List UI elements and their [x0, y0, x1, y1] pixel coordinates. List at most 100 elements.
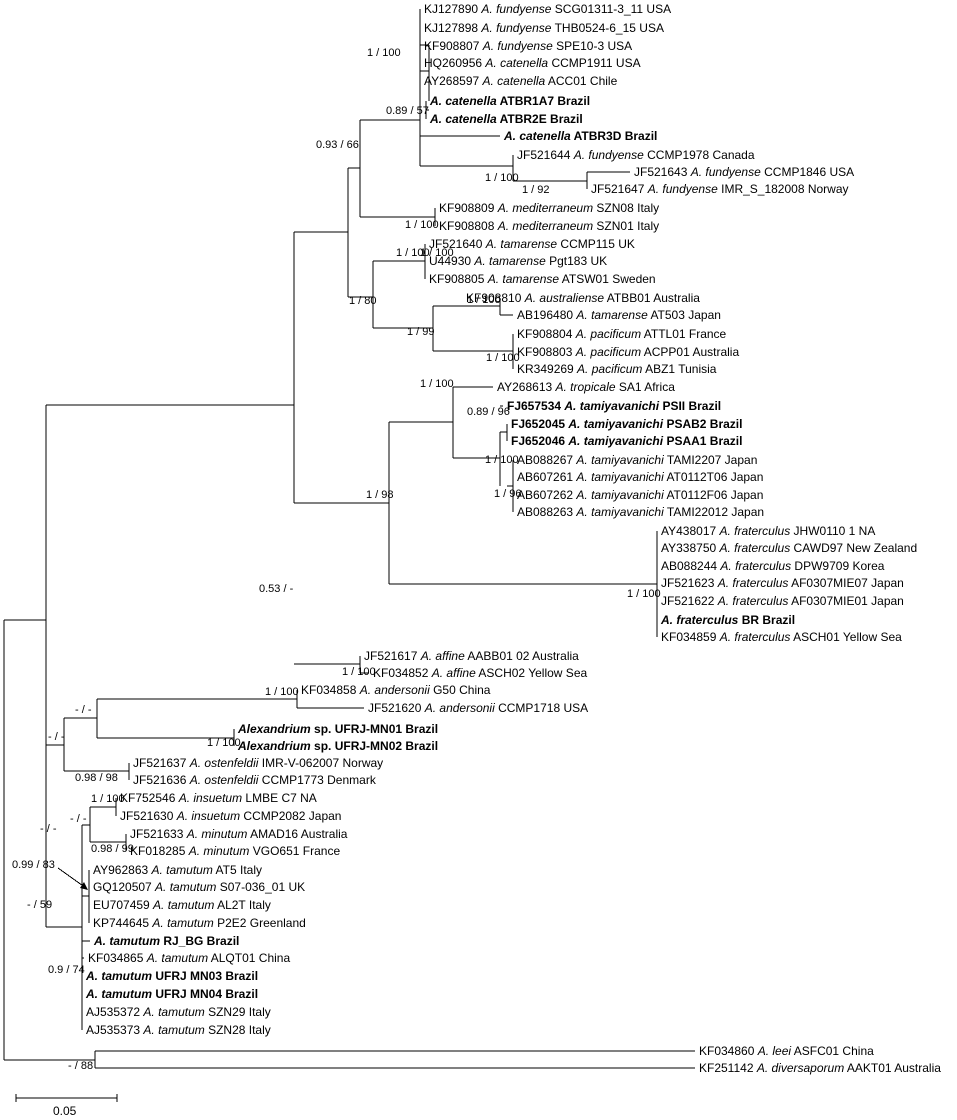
tip-species: A. tamiyavanichi: [567, 417, 663, 431]
tip-label: KJ127890 A. fundyense SCG01311-3_11 USA: [424, 2, 671, 16]
tip-species: A. tamutum: [93, 934, 160, 948]
tip-species: A. tropicale: [555, 380, 616, 394]
tip-species: A. catenella: [429, 112, 497, 126]
tip-species: A. tamiyavanichi: [575, 470, 664, 484]
tip-label: JF521644 A. fundyense CCMP1978 Canada: [517, 148, 755, 162]
tip-label: AY268597 A. catenella ACC01 Chile: [424, 74, 618, 88]
tip-species: A. catenella: [503, 129, 571, 143]
tip-species: A. fundyense: [690, 165, 761, 179]
tip-label: KF034852 A. affine ASCH02 Yellow Sea: [373, 666, 587, 680]
scale-bar: 0.05: [15, 1094, 118, 1118]
tip-strain: AMAD16 Australia: [247, 827, 347, 841]
tip-species: Alexandrium: [237, 739, 311, 753]
tip-accession: AJ535373: [86, 1023, 143, 1037]
tip-strain: sp. UFRJ-MN02 Brazil: [311, 739, 438, 753]
tip-species: A. pacificum: [575, 345, 641, 359]
tip-label: JF521622 A. fraterculus AF0307MIE01 Japa…: [661, 594, 904, 608]
tip-accession: AB607261: [517, 470, 576, 484]
tip-species: A. tamutum: [146, 951, 208, 965]
tip-species: A. pacificum: [576, 362, 642, 376]
support-value: 1 / 100: [396, 247, 430, 259]
tip-species: A. tamutum: [151, 863, 213, 877]
support-value: 1 / 100: [420, 378, 454, 390]
tip-species: A. tamutum: [85, 969, 152, 983]
tip-label: Alexandrium sp. UFRJ-MN01 Brazil: [237, 722, 438, 736]
support-value: 0.98 / 98: [75, 772, 118, 784]
tip-label: KF251142 A. diversaporum AAKT01 Australi…: [699, 1061, 941, 1075]
tip-accession: KF018285: [130, 844, 189, 858]
tip-species: A. fundyense: [480, 21, 551, 35]
tip-accession: JF521643: [634, 165, 691, 179]
tip-strain: ATBB01 Australia: [604, 291, 700, 305]
tip-species: A. tamarense: [487, 272, 560, 286]
tip-accession: AY268597: [424, 74, 483, 88]
support-value: 1 / 100: [405, 219, 439, 231]
tip-label: KF908809 A. mediterraneum SZN08 Italy: [439, 201, 659, 215]
tip-strain: LMBE C7 NA: [242, 791, 317, 805]
tip-strain: CCMP115 UK: [557, 237, 635, 251]
tip-species: A. fundyense: [482, 39, 553, 53]
tip-strain: ASFC01 China: [791, 1044, 874, 1058]
tip-strain: SZN29 Italy: [205, 1005, 271, 1019]
support-value: 1 / 92: [522, 184, 550, 196]
scale-bar-label: 0.05: [53, 1104, 77, 1118]
tip-strain: ATBR3D Brazil: [571, 129, 658, 143]
tip-label: JF521640 A. tamarense CCMP115 UK: [429, 237, 635, 251]
support-value: 1 / 100: [486, 352, 520, 364]
tip-strain: AT0112T06 Japan: [664, 470, 764, 484]
tip-label: A. tamutum RJ_BG Brazil: [93, 934, 239, 948]
tip-accession: KF034852: [373, 666, 432, 680]
tip-accession: AB088267: [517, 453, 576, 467]
tip-label: JF521620 A. andersonii CCMP1718 USA: [368, 701, 588, 715]
tip-accession: KF251142: [699, 1061, 757, 1075]
tip-label: A. catenella ATBR3D Brazil: [503, 129, 657, 143]
tip-label: GQ120507 A. tamutum S07-036_01 UK: [93, 880, 305, 894]
tip-accession: AB196480: [517, 308, 576, 322]
tip-label: KR349269 A. pacificum ABZ1 Tunisia: [517, 362, 717, 376]
support-value: 1 / 100: [467, 294, 501, 306]
tip-strain: IMR_S_182008 Norway: [718, 182, 849, 196]
tip-label: KJ127898 A. fundyense THB0524-6_15 USA: [424, 21, 664, 35]
support-value: 1 / 100: [342, 666, 376, 678]
tip-species: A. tamarense: [485, 237, 558, 251]
tip-strain: CCMP2082 Japan: [240, 809, 341, 823]
tip-species: A. pacificum: [575, 327, 641, 341]
support-value: 1 / 100: [420, 247, 454, 259]
tip-label: U44930 A. tamarense Pgt183 UK: [429, 254, 607, 268]
tip-label: JF521630 A. insuetum CCMP2082 Japan: [120, 809, 341, 823]
tip-accession: JF521640: [429, 237, 486, 251]
tip-strain: PSII Brazil: [659, 399, 721, 413]
tip-label: JF521643 A. fundyense CCMP1846 USA: [634, 165, 854, 179]
tip-strain: UFRJ MN03 Brazil: [152, 969, 258, 983]
tip-species: A. tamutum: [85, 987, 152, 1001]
tip-strain: AT0112F06 Japan: [664, 488, 764, 502]
tip-species: A. fraterculus: [717, 594, 789, 608]
tip-accession: KJ127890: [424, 2, 481, 16]
support-value: 1 / 100: [627, 588, 661, 600]
tip-label: KF752546 A. insuetum LMBE C7 NA: [120, 791, 317, 805]
tip-strain: TAMI22012 Japan: [664, 505, 764, 519]
tip-species: A. andersonii: [359, 683, 430, 697]
tip-strain: PSAA1 Brazil: [663, 434, 742, 448]
tip-strain: JHW0110 1 NA: [790, 524, 875, 538]
tip-labels: KJ127890 A. fundyense SCG01311-3_11 USAK…: [85, 2, 941, 1075]
tip-accession: KF908809: [439, 201, 498, 215]
tip-species: A. fraterculus: [660, 613, 739, 627]
tip-label: KF908805 A. tamarense ATSW01 Sweden: [429, 272, 656, 286]
tip-label: KF034860 A. leei ASFC01 China: [699, 1044, 874, 1058]
tip-species: A. tamutum: [152, 898, 214, 912]
support-value: 0.98 / 99: [91, 843, 134, 855]
tip-label: AJ535373 A. tamutum SZN28 Italy: [86, 1023, 271, 1037]
support-value: 0.9 / 74: [48, 964, 85, 976]
tip-label: KF018285 A. minutum VGO651 France: [130, 844, 340, 858]
tip-strain: CCMP1773 Denmark: [258, 773, 376, 787]
tip-accession: EU707459: [93, 898, 153, 912]
tip-strain: SZN01 Italy: [593, 219, 659, 233]
tip-label: KP744645 A. tamutum P2E2 Greenland: [93, 916, 306, 930]
tip-label: AB088263 A. tamiyavanichi TAMI22012 Japa…: [517, 505, 764, 519]
tip-accession: KF908804: [517, 327, 576, 341]
tip-strain: ASCH01 Yellow Sea: [790, 630, 902, 644]
tip-strain: IMR-V-062007 Norway: [258, 756, 383, 770]
tip-species: A. minutum: [186, 827, 248, 841]
